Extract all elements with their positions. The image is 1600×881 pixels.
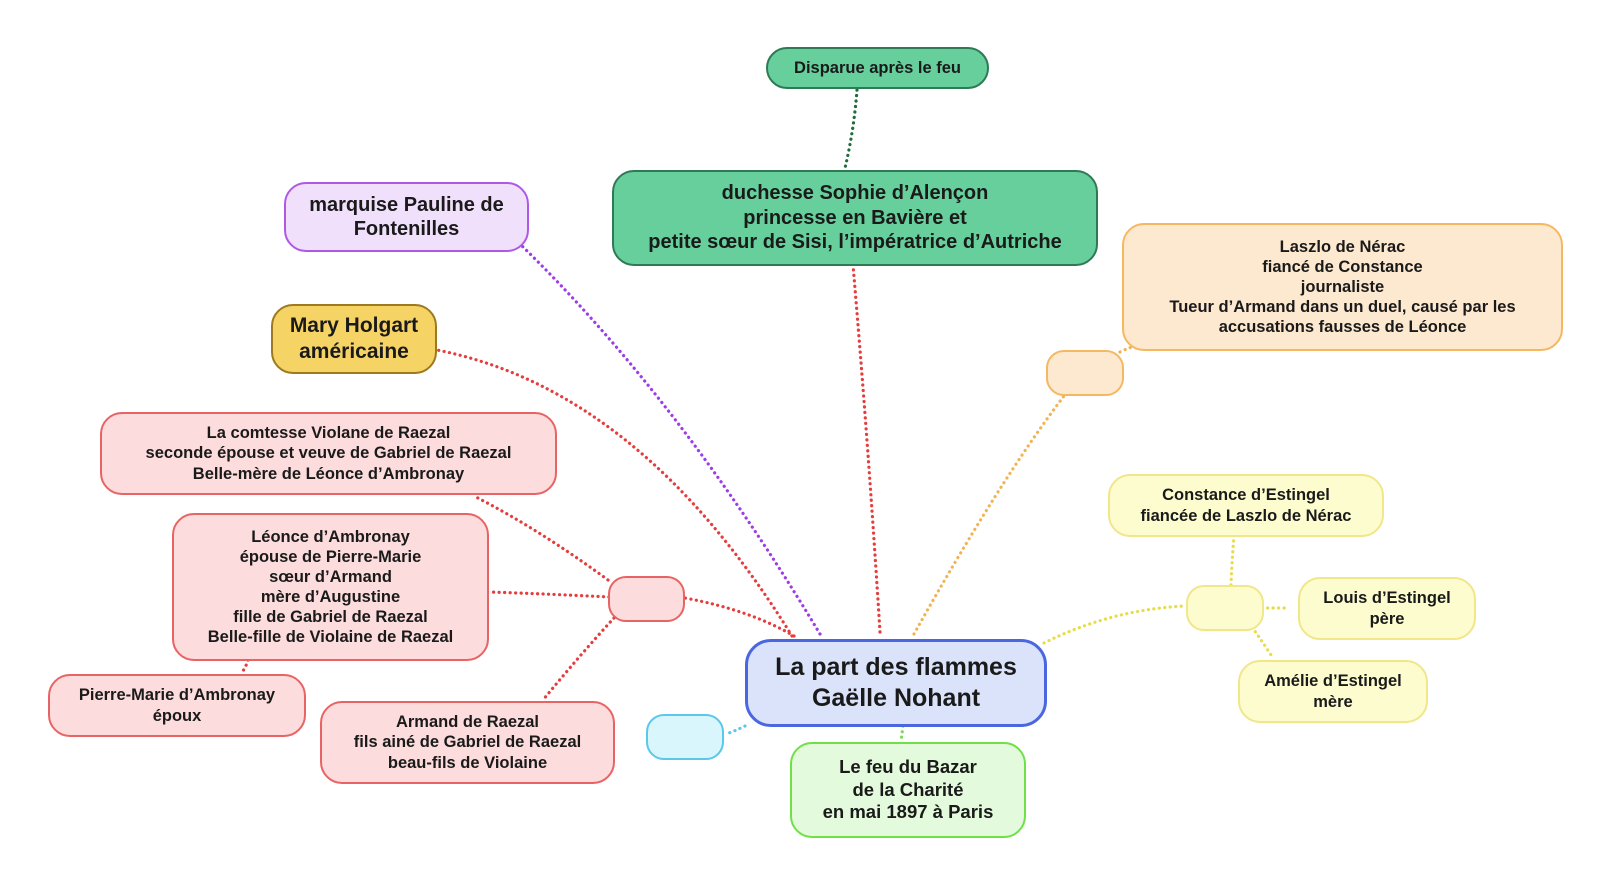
topic-feu-line-3: en mai 1897 à Paris (822, 801, 994, 823)
topic-laszlo-line-5: accusations fausses de Léonce (1218, 318, 1467, 337)
topic-violane-de-raezal[interactable]: La comtesse Violane de Raezal seconde ép… (100, 412, 557, 495)
topic-louis-line-1: Louis d’Estingel (1323, 589, 1451, 608)
topic-pierre-line-1: Pierre-Marie d’Ambronay (78, 686, 276, 705)
topic-louis-d-estingel[interactable]: Louis d’Estingel père (1298, 577, 1476, 640)
topic-leonce-line-1: Léonce d’Ambronay (251, 527, 410, 546)
connector-central-cyan-hub (724, 724, 747, 736)
topic-armand-line-2: fils ainé de Gabriel de Raezal (353, 733, 582, 752)
topic-leonce-line-5: fille de Gabriel de Raezal (233, 608, 428, 627)
orange-branch-hub[interactable] (1046, 350, 1124, 396)
topic-laszlo-line-4: Tueur d’Armand dans un duel, causé par l… (1169, 298, 1516, 317)
topic-armand-de-raezal[interactable]: Armand de Raezal fils ainé de Gabriel de… (320, 701, 615, 784)
topic-louis-line-2: père (1369, 609, 1405, 628)
connector-central-sophie (851, 263, 882, 634)
connector-central-mary (435, 348, 794, 638)
topic-laszlo-de-nerac[interactable]: Laszlo de Nérac fiancé de Constance jour… (1122, 223, 1563, 351)
red-branch-hub[interactable] (608, 576, 685, 622)
topic-leonce-d-ambronay[interactable]: Léonce d’Ambronay épouse de Pierre-Marie… (172, 513, 489, 661)
topic-constance-d-estingel[interactable]: Constance d’Estingel fiancée de Laszlo d… (1108, 474, 1384, 537)
connector-central-orange-hub (912, 394, 1066, 636)
topic-pierre-marie-d-ambronay[interactable]: Pierre-Marie d’Ambronay époux (48, 674, 306, 737)
connector-leonce-pierre (239, 658, 250, 676)
topic-pauline-line-1: marquise Pauline de (309, 193, 504, 216)
topic-violane-line-1: La comtesse Violane de Raezal (206, 424, 451, 443)
topic-sophie-line-3: petite sœur de Sisi, l’impératrice d’Aut… (648, 231, 1062, 254)
connector-central-red-hub (683, 596, 796, 638)
connector-hub-violane (474, 495, 610, 582)
topic-violane-line-3: Belle-mère de Léonce d’Ambronay (192, 464, 465, 483)
connector-hub-armand (541, 616, 616, 702)
topic-disparue-line-1: Disparue après le feu (794, 58, 961, 77)
topic-laszlo-line-1: Laszlo de Nérac (1279, 237, 1406, 256)
topic-sophie-line-1: duchesse Sophie d’Alençon (721, 182, 989, 205)
central-topic-author: Gaëlle Nohant (811, 684, 981, 712)
topic-feu-line-1: Le feu du Bazar (839, 756, 977, 778)
connector-hub-leonce (487, 590, 611, 599)
topic-laszlo-line-3: journaliste (1300, 277, 1385, 296)
topic-leonce-line-3: sœur d’Armand (269, 567, 392, 586)
connector-hub-constance (1229, 534, 1236, 587)
topic-armand-line-1: Armand de Raezal (395, 713, 540, 732)
topic-pierre-line-2: époux (152, 706, 202, 725)
topic-leonce-line-2: épouse de Pierre-Marie (239, 547, 422, 566)
yellow-branch-hub[interactable] (1186, 585, 1264, 631)
topic-armand-line-3: beau-fils de Violaine (387, 753, 548, 772)
topic-amelie-d-estingel[interactable]: Amélie d’Estingel mère (1238, 660, 1428, 723)
topic-mary-holgart[interactable]: Mary Holgart américaine (271, 304, 437, 374)
topic-pauline-de-fontenilles[interactable]: marquise Pauline de Fontenilles (284, 182, 529, 252)
topic-leonce-line-6: Belle-fille de Violaine de Raezal (207, 628, 454, 647)
topic-feu-du-bazar-de-la-charite[interactable]: Le feu du Bazar de la Charité en mai 189… (790, 742, 1026, 838)
topic-feu-line-2: de la Charité (852, 778, 964, 800)
connector-disparue-sophie (843, 88, 859, 170)
topic-sophie-d-alencon[interactable]: duchesse Sophie d’Alençon princesse en B… (612, 170, 1098, 266)
topic-sophie-line-2: princesse en Bavière et (743, 206, 967, 229)
topic-amelie-line-1: Amélie d’Estingel (1264, 672, 1402, 691)
central-topic-title: La part des flammes (775, 652, 1017, 681)
topic-laszlo-line-2: fiancé de Constance (1262, 257, 1423, 276)
topic-violane-line-2: seconde épouse et veuve de Gabriel de Ra… (145, 444, 512, 463)
topic-mary-line-1: Mary Holgart (289, 314, 419, 338)
topic-leonce-line-4: mère d’Augustine (260, 588, 401, 606)
topic-disparue-apres-le-feu[interactable]: Disparue après le feu (766, 47, 989, 89)
connector-central-feu (899, 724, 905, 743)
topic-constance-line-2: fiancée de Laszlo de Nérac (1140, 506, 1352, 525)
connector-central-yellow-hub (1042, 604, 1186, 645)
connector-central-pauline (519, 243, 822, 636)
topic-pauline-line-2: Fontenilles (353, 218, 460, 240)
topic-amelie-line-2: mère (1313, 692, 1353, 711)
connector-hub-amelie (1250, 625, 1275, 660)
cyan-branch-hub[interactable] (646, 714, 724, 760)
topic-mary-line-2: américaine (299, 340, 409, 363)
connector-hub-laszlo (1118, 343, 1141, 354)
central-topic[interactable]: La part des flammes Gaëlle Nohant (745, 639, 1047, 727)
topic-constance-line-1: Constance d’Estingel (1162, 486, 1330, 505)
